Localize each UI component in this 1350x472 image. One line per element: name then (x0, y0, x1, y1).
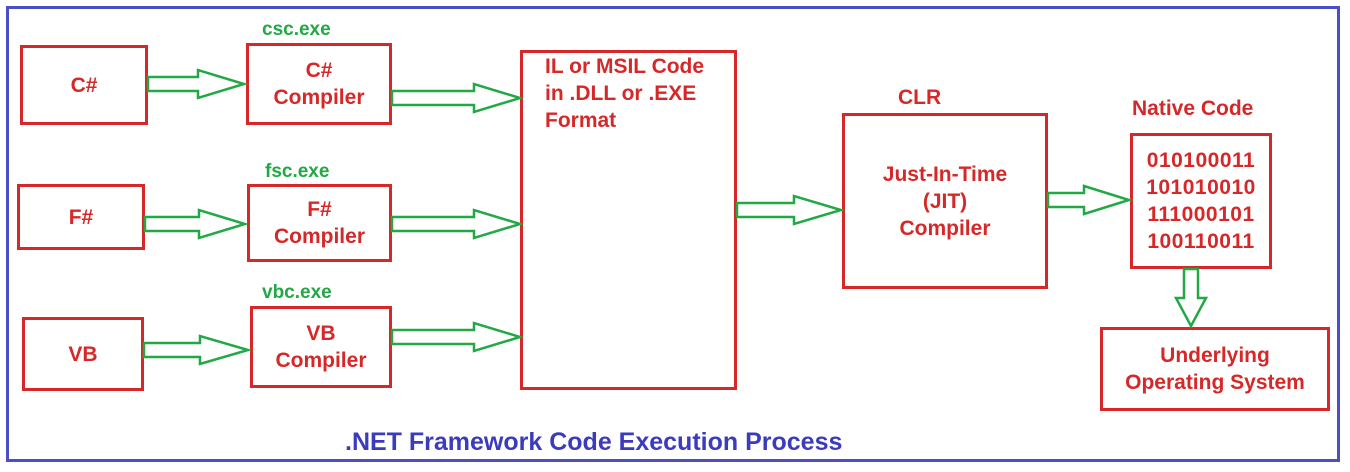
il-line2: in .DLL or .EXE (545, 82, 697, 105)
diagram-title: .NET Framework Code Execution Process (345, 428, 843, 456)
vb-compiler-line1: VB (306, 322, 336, 345)
csc-exe-label: csc.exe (262, 19, 331, 40)
native-line-4: 100110011 (1147, 230, 1255, 253)
source-csharp-box: C# (20, 45, 148, 125)
jit-line3: Compiler (899, 216, 991, 240)
fsharp-compiler-line2: Compiler (273, 225, 365, 248)
il-code-box: IL or MSIL Code in .DLL or .EXE Format (520, 50, 737, 390)
arrow-jit-to-native (1046, 184, 1134, 216)
fsharp-compiler-line1: F# (307, 198, 332, 221)
native-line-2: 101010010 (1146, 176, 1256, 199)
jit-line2: (JIT) (922, 189, 968, 213)
il-line1: IL or MSIL Code (545, 55, 705, 78)
fsharp-compiler-box: F# Compiler (247, 184, 392, 262)
native-code-box: 010100011 101010010 111000101 100110011 (1130, 133, 1272, 269)
vbc-exe-label: vbc.exe (262, 282, 332, 303)
arrow-vb-compiler-to-il (390, 321, 525, 353)
os-line1: Underlying (1160, 344, 1270, 367)
operating-system-box: Underlying Operating System (1100, 327, 1330, 411)
arrow-native-to-os (1173, 267, 1209, 329)
csharp-compiler-line1: C# (305, 59, 333, 82)
vb-compiler-box: VB Compiler (250, 306, 392, 388)
jit-compiler-box: Just-In-Time (JIT) Compiler (842, 113, 1048, 289)
clr-label: CLR (898, 86, 942, 109)
native-line-1: 010100011 (1146, 149, 1256, 172)
arrow-il-to-jit (735, 194, 846, 226)
source-vb-box: VB (22, 317, 144, 391)
arrow-csharp-compiler-to-il (390, 82, 525, 114)
csharp-compiler-line2: Compiler (273, 86, 365, 109)
source-csharp-label: C# (70, 73, 98, 97)
arrow-fsharp-to-compiler (143, 208, 250, 240)
arrow-fsharp-compiler-to-il (390, 208, 525, 240)
source-vb-label: VB (68, 342, 98, 366)
arrow-vb-to-compiler (142, 334, 253, 366)
vb-compiler-line2: Compiler (275, 349, 367, 372)
il-line3: Format (545, 109, 617, 132)
native-code-label: Native Code (1132, 97, 1254, 120)
fsc-exe-label: fsc.exe (265, 161, 330, 182)
diagram-frame (6, 6, 1340, 462)
source-fsharp-box: F# (17, 184, 145, 250)
os-line2: Operating System (1125, 371, 1305, 394)
native-line-3: 111000101 (1147, 203, 1255, 226)
jit-line1: Just-In-Time (882, 162, 1008, 186)
arrow-csharp-to-compiler (146, 68, 249, 100)
source-fsharp-label: F# (68, 205, 94, 229)
